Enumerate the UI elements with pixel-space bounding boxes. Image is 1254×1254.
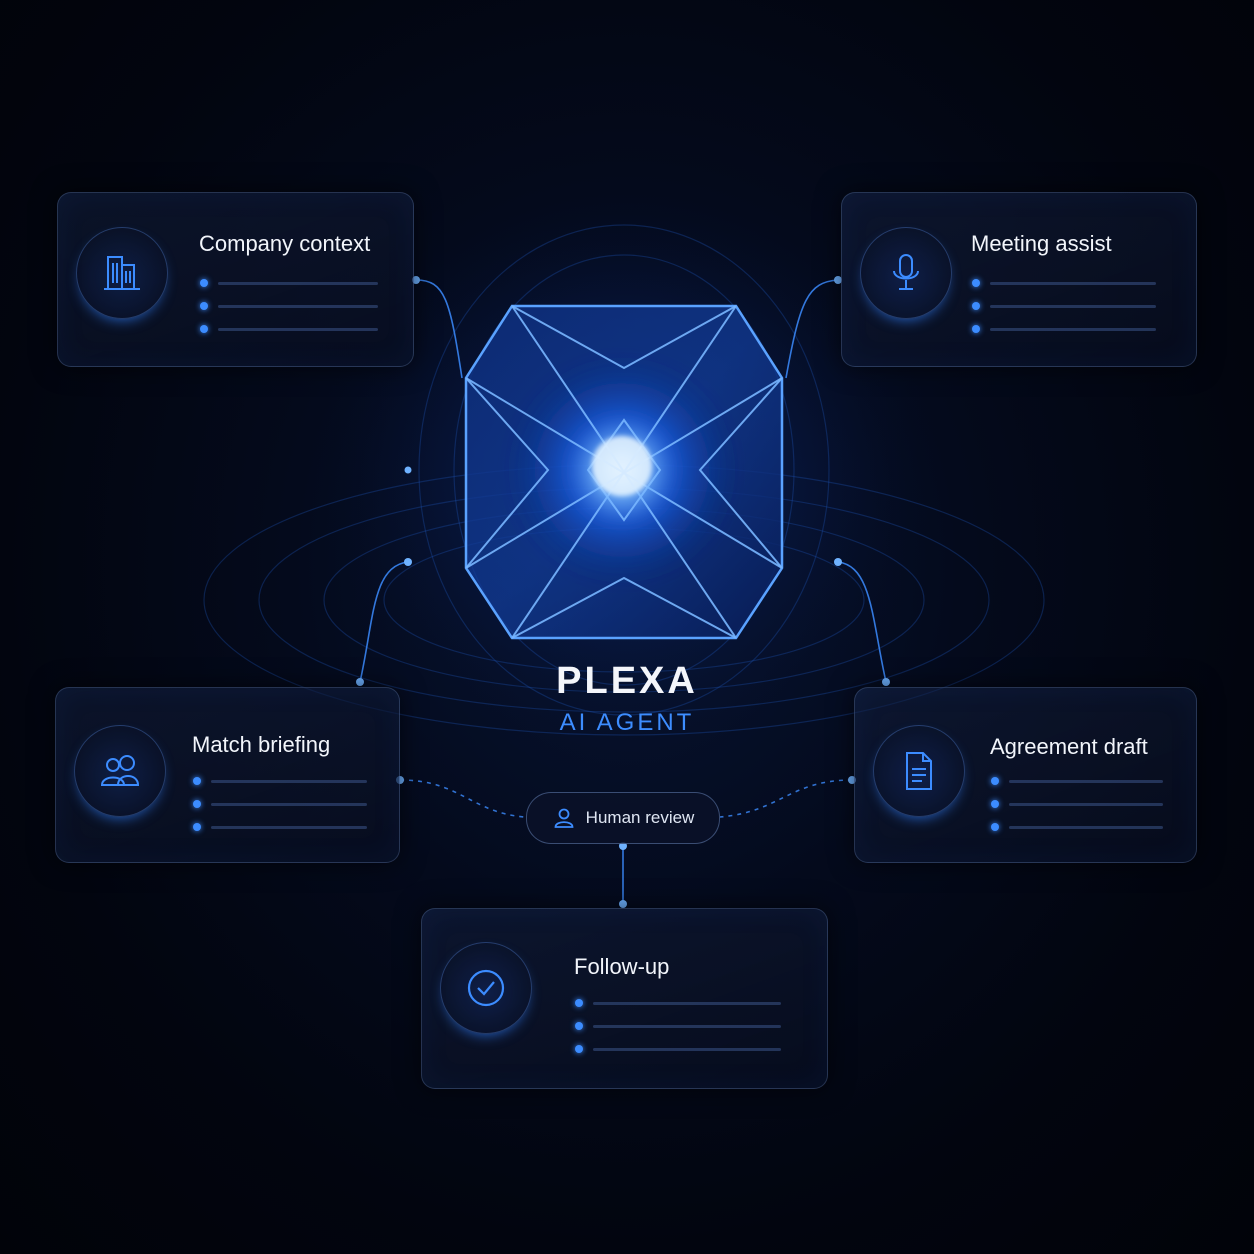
card-agreement-draft[interactable]: Agreement draft — [854, 687, 1197, 863]
node-followup-top — [619, 900, 627, 908]
brand-subtitle: AI AGENT — [559, 709, 695, 736]
check-circle-icon — [440, 942, 532, 1034]
connector-match — [359, 561, 409, 683]
card-match-briefing[interactable]: Match briefing — [55, 687, 400, 863]
node-agreement-bottom — [882, 678, 890, 686]
connector-company — [415, 279, 463, 379]
plexa-cube-logo — [464, 304, 784, 640]
brand-name: PLEXA — [556, 660, 698, 702]
dashed-connectors — [399, 779, 853, 818]
node-company — [412, 276, 420, 284]
user-icon — [554, 808, 574, 828]
users-icon — [74, 725, 166, 817]
human-review-pill[interactable]: Human review — [526, 792, 720, 844]
card-title: Meeting assist — [971, 231, 1112, 256]
node-review-bottom — [619, 842, 627, 850]
connector-meeting — [785, 279, 839, 379]
microphone-icon — [860, 227, 952, 319]
building-icon — [76, 227, 168, 319]
card-follow-up[interactable]: Follow-up — [421, 908, 828, 1089]
node-left-mid — [404, 466, 412, 474]
node-meeting — [834, 276, 842, 284]
card-title: Agreement draft — [990, 734, 1148, 759]
document-icon — [873, 725, 965, 817]
card-meeting-assist[interactable]: Meeting assist — [841, 192, 1197, 367]
dashed-match-review — [399, 779, 525, 818]
node-match-bottom — [356, 678, 364, 686]
node-match-top — [404, 558, 412, 566]
card-title: Company context — [199, 231, 371, 256]
card-title: Match briefing — [192, 732, 331, 757]
human-review-label: Human review — [585, 808, 695, 827]
card-title: Follow-up — [574, 954, 670, 979]
connector-agreement — [837, 561, 887, 683]
node-agreement-top — [834, 558, 842, 566]
connector-lines — [359, 279, 887, 904]
card-company-context[interactable]: Company context — [57, 192, 414, 367]
dashed-agreement-review — [719, 779, 853, 818]
